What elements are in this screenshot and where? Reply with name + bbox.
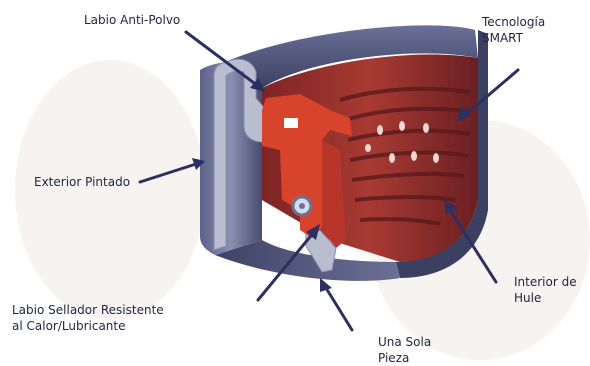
- label-one-piece-line1: Una Sola: [378, 335, 432, 349]
- label-painted-exterior: Exterior Pintado: [34, 174, 130, 190]
- arrow-sealing-lip: [256, 224, 320, 302]
- label-one-piece-line2: Pieza: [378, 351, 410, 365]
- arrow-painted-exterior: [138, 158, 205, 184]
- label-one-piece: Una Sola Pieza: [378, 334, 431, 366]
- arrow-dust-lip: [184, 30, 266, 92]
- label-dust-lip: Labio Anti-Polvo: [84, 12, 180, 28]
- label-sealing-lip: Labio Sellador Resistente al Calor/Lubri…: [12, 302, 164, 334]
- label-smart-tech-line1: Tecnología: [482, 15, 546, 29]
- arrow-one-piece: [320, 278, 354, 332]
- smart-tech-dots: [365, 121, 439, 163]
- label-smart-tech-line2: SMART: [482, 31, 523, 45]
- rubber-ridges: [339, 86, 471, 226]
- label-sealing-lip-line2: al Calor/Lubricante: [12, 319, 126, 333]
- metal-case-cutaway: [200, 58, 352, 273]
- arrow-rubber-interior: [444, 200, 498, 284]
- label-smart-tech: Tecnología SMART: [482, 14, 545, 46]
- label-dust-lip-text: Labio Anti-Polvo: [84, 13, 181, 27]
- annotation-arrows: [138, 30, 520, 332]
- label-painted-exterior-text: Exterior Pintado: [34, 175, 131, 189]
- arrow-smart-tech: [456, 68, 520, 122]
- label-sealing-lip-line1: Labio Sellador Resistente: [12, 303, 164, 317]
- label-rubber-interior-line1: Interior de: [514, 275, 577, 289]
- label-rubber-interior: Interior de Hule: [514, 274, 577, 306]
- label-rubber-interior-line2: Hule: [514, 291, 542, 305]
